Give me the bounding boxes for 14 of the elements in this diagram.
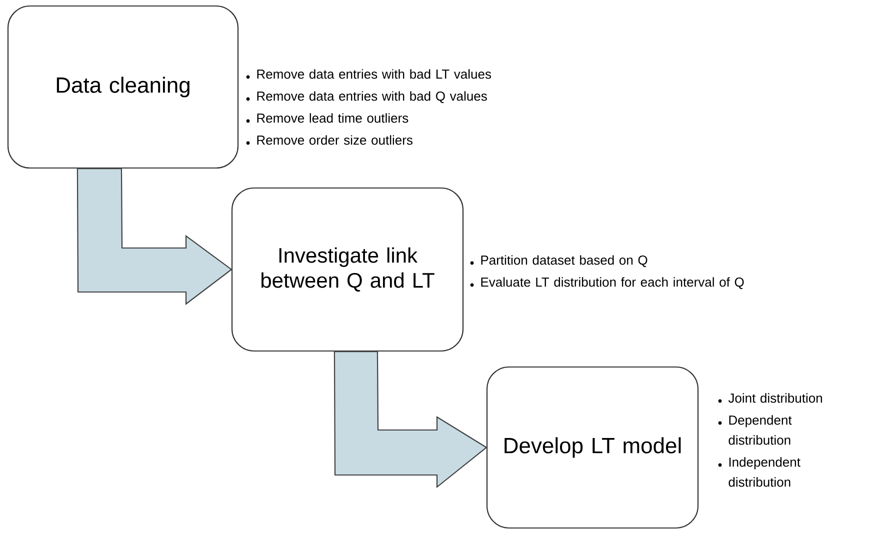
bullet-text: Joint distribution — [728, 393, 822, 403]
bullet-text: Remove lead time outliers — [257, 113, 408, 123]
bullet-text: Partition dataset based on Q — [481, 255, 648, 268]
bullet-text: Remove data entries with bad LT values — [257, 69, 492, 79]
bullet-text: Independent distribution — [728, 457, 800, 487]
process-box: Develop LT model — [486, 366, 699, 529]
block-arrow — [334, 351, 488, 488]
bullet-text: Remove order size outliers — [257, 135, 412, 145]
process-box: Investigate link between Q and LT — [231, 187, 464, 352]
block-arrow — [76, 168, 232, 306]
bullet-text: Remove data entries with bad Q values — [257, 91, 487, 104]
process-box: Data cleaning — [7, 5, 239, 169]
bullet-text: Evaluate LT distribution for each interval of Q — [481, 277, 744, 290]
bullet-text: Dependent distribution — [728, 415, 792, 445]
